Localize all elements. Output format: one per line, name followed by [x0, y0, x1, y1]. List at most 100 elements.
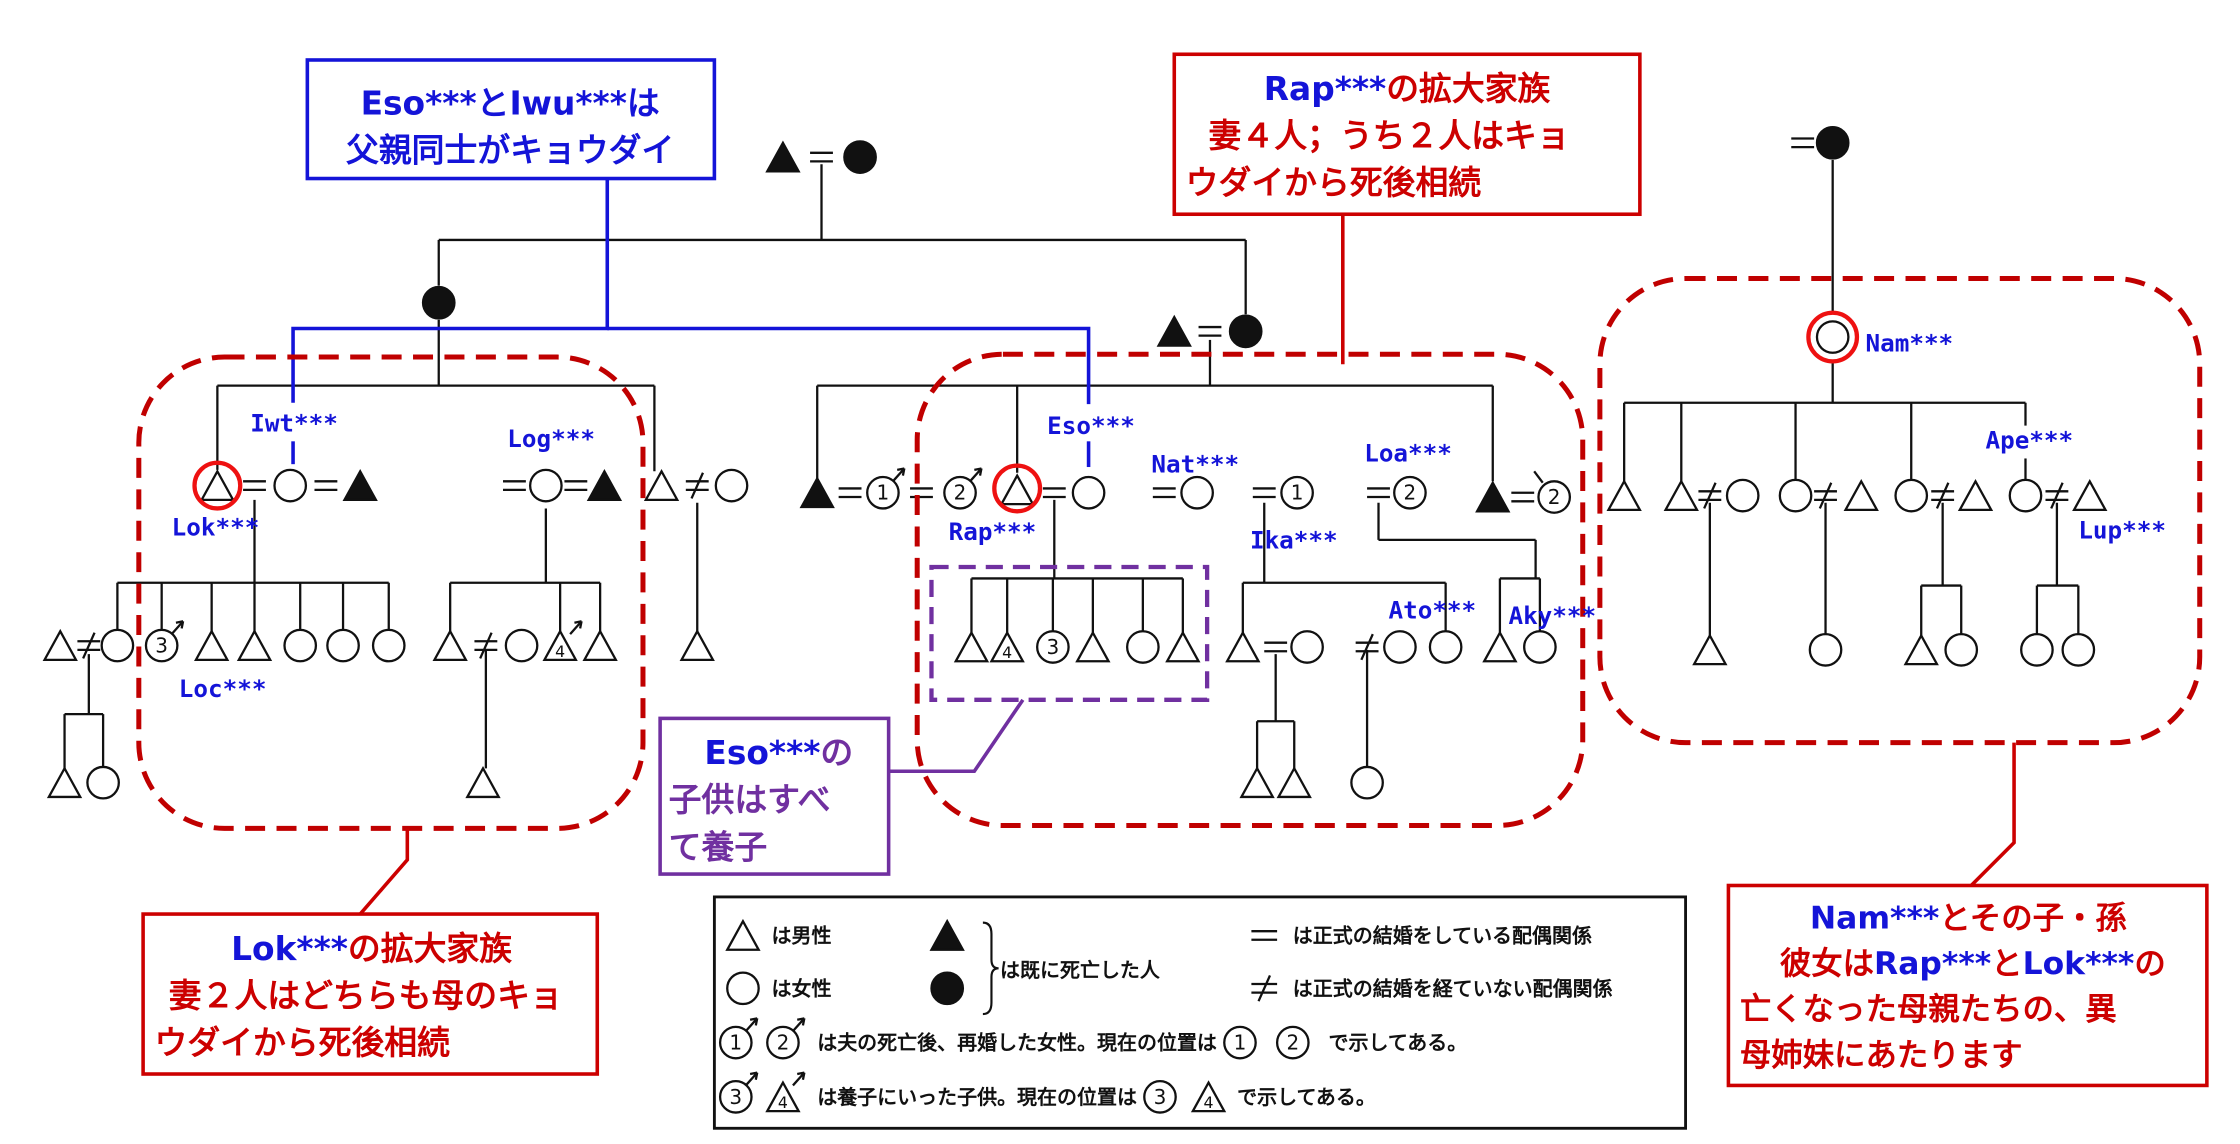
callout-rap-family: Rap***の拡大家族 妻４人；うち２人はキョ ウダイから死後相続	[1172, 52, 1642, 365]
male-symbol	[236, 628, 273, 661]
adopted-male-symbol	[989, 630, 1025, 663]
female-symbol	[1778, 478, 1813, 513]
callout-lok-family: Lok***の拡大家族 妻２人はどちらも母のキョ ウダイから死後相続	[141, 828, 600, 1076]
rap-family-group	[914, 351, 1586, 829]
adopted-male-symbol	[1190, 1080, 1227, 1113]
name-nam: Nam***	[1866, 328, 1954, 357]
female-symbol	[504, 628, 539, 663]
legend: は男性 は女性 は既に死亡した人 は正式の結婚をしている配偶関係 は正式の結婚を…	[712, 895, 1688, 1130]
svg-text:Nam***とその子・孫: Nam***とその子・孫	[1810, 900, 2127, 936]
moved-arrow-icon	[792, 1071, 806, 1087]
callout-nam-family: Nam***とその子・孫 彼女はRap***とLok***の 亡くなった母親たち…	[1726, 742, 2209, 1088]
unmarried-union-symbol	[1931, 482, 1955, 509]
unmarried-union-symbol	[1698, 482, 1722, 509]
name-iwt: Iwt***	[250, 408, 338, 437]
marriage-symbol	[910, 487, 933, 499]
callout-nam-name: Nam***	[1810, 900, 1939, 936]
marriage-symbol	[1198, 325, 1222, 337]
callout-eso-children: Eso***の 子供はすべ て養子	[658, 698, 1025, 876]
remarried-female-symbol	[943, 475, 977, 510]
deceased-male-symbol	[586, 468, 623, 502]
marker-number: 1	[1291, 481, 1304, 505]
callout-lok-line3: ウダイから死後相続	[155, 1024, 451, 1062]
unmarried-union-symbol	[77, 632, 101, 659]
moved-arrow-icon	[744, 1017, 759, 1032]
lok-highlight-ring	[192, 460, 243, 511]
female-symbol	[371, 628, 406, 663]
moved-arrow-icon	[792, 1017, 806, 1032]
male-symbol	[1663, 478, 1699, 512]
marker-number: 2	[777, 1031, 790, 1055]
unmarried-union-symbol	[1355, 633, 1379, 661]
male-symbol	[1276, 766, 1312, 799]
female-symbol	[1180, 475, 1214, 510]
female-symbol	[1944, 632, 1979, 667]
cousin-connector-right	[607, 326, 1091, 405]
cousin-connector	[291, 178, 610, 403]
callout-cousins-line2: 父親同士がキョウダイ	[346, 131, 674, 169]
female-symbol	[1125, 630, 1160, 664]
marker-number: 3	[729, 1085, 742, 1109]
male-symbol	[643, 468, 680, 502]
marker-number: 2	[1286, 1031, 1299, 1055]
male-symbol	[999, 473, 1035, 506]
callout-eso-line3: て養子	[669, 828, 767, 866]
marker-number: 1	[877, 481, 890, 505]
name-aky: Aky***	[1508, 601, 1596, 630]
male-symbol	[582, 628, 618, 661]
male-symbol	[465, 766, 501, 799]
marriage-symbol	[838, 487, 862, 499]
female-symbol	[529, 468, 563, 503]
callout-lok-line2: 妻２人はどちらも母のキョ	[169, 977, 563, 1015]
marker-number: 2	[954, 481, 967, 505]
female-symbol	[1071, 475, 1106, 510]
rap-highlight-ring	[992, 463, 1043, 514]
legend-female-symbol	[726, 971, 760, 1006]
remarried-female-symbol	[1036, 630, 1070, 664]
marriage-symbol	[314, 480, 338, 492]
callout-eso-line1: の	[820, 734, 853, 772]
female-symbol	[1383, 630, 1417, 664]
legend-brace	[982, 921, 999, 1016]
legend-deceased-male-symbol	[929, 918, 965, 951]
callout-nam-line2b: と	[1991, 946, 2022, 982]
name-eso: Eso***	[1047, 411, 1135, 440]
male-symbol	[1606, 478, 1642, 512]
remarried-female-symbol	[1223, 1025, 1257, 1060]
male-symbol	[432, 628, 468, 661]
legend-adopted: は養子にいった子供。現在の位置は	[817, 1085, 1137, 1109]
marriage-symbol	[1791, 137, 1815, 149]
moved-arrow-icon	[1533, 470, 1544, 484]
callout-rap-name: Rap***	[1264, 70, 1386, 108]
remarried-female-symbol	[718, 1025, 753, 1060]
marriage-symbol	[503, 480, 526, 492]
female-symbol	[1808, 632, 1843, 667]
male-symbol	[46, 766, 83, 799]
remarried-female-symbol	[718, 1080, 753, 1114]
marriage-symbol	[243, 480, 266, 492]
callout-nam-line2a: 彼女は	[1780, 945, 1874, 982]
male-symbol	[42, 628, 78, 661]
legend-adopted-end: で示してある。	[1237, 1085, 1376, 1109]
deceased-female-symbol	[1228, 314, 1263, 349]
svg-text:Lok***の拡大家族: Lok***の拡大家族	[231, 930, 512, 968]
moved-arrow-icon	[569, 620, 583, 635]
callout-cousins-line1: Eso***とIwu***は	[361, 84, 660, 122]
female-symbol	[100, 628, 135, 663]
female-symbol	[1350, 765, 1384, 800]
female-symbol	[1428, 630, 1463, 664]
moved-arrow-icon	[170, 620, 185, 635]
female-symbol	[1815, 320, 1850, 354]
marker-number: 4	[778, 1093, 788, 1112]
male-symbol	[1692, 633, 1728, 666]
remarried-female-symbol	[1393, 475, 1427, 510]
marriage-symbol	[564, 480, 588, 492]
remarried-female-symbol	[1280, 475, 1314, 510]
female-symbol	[1725, 478, 1760, 513]
callout-nam-lok: Lok***	[2023, 946, 2135, 982]
marker-number: 1	[729, 1031, 742, 1055]
name-lup: Lup***	[2078, 515, 2166, 544]
female-symbol	[2061, 632, 2096, 667]
